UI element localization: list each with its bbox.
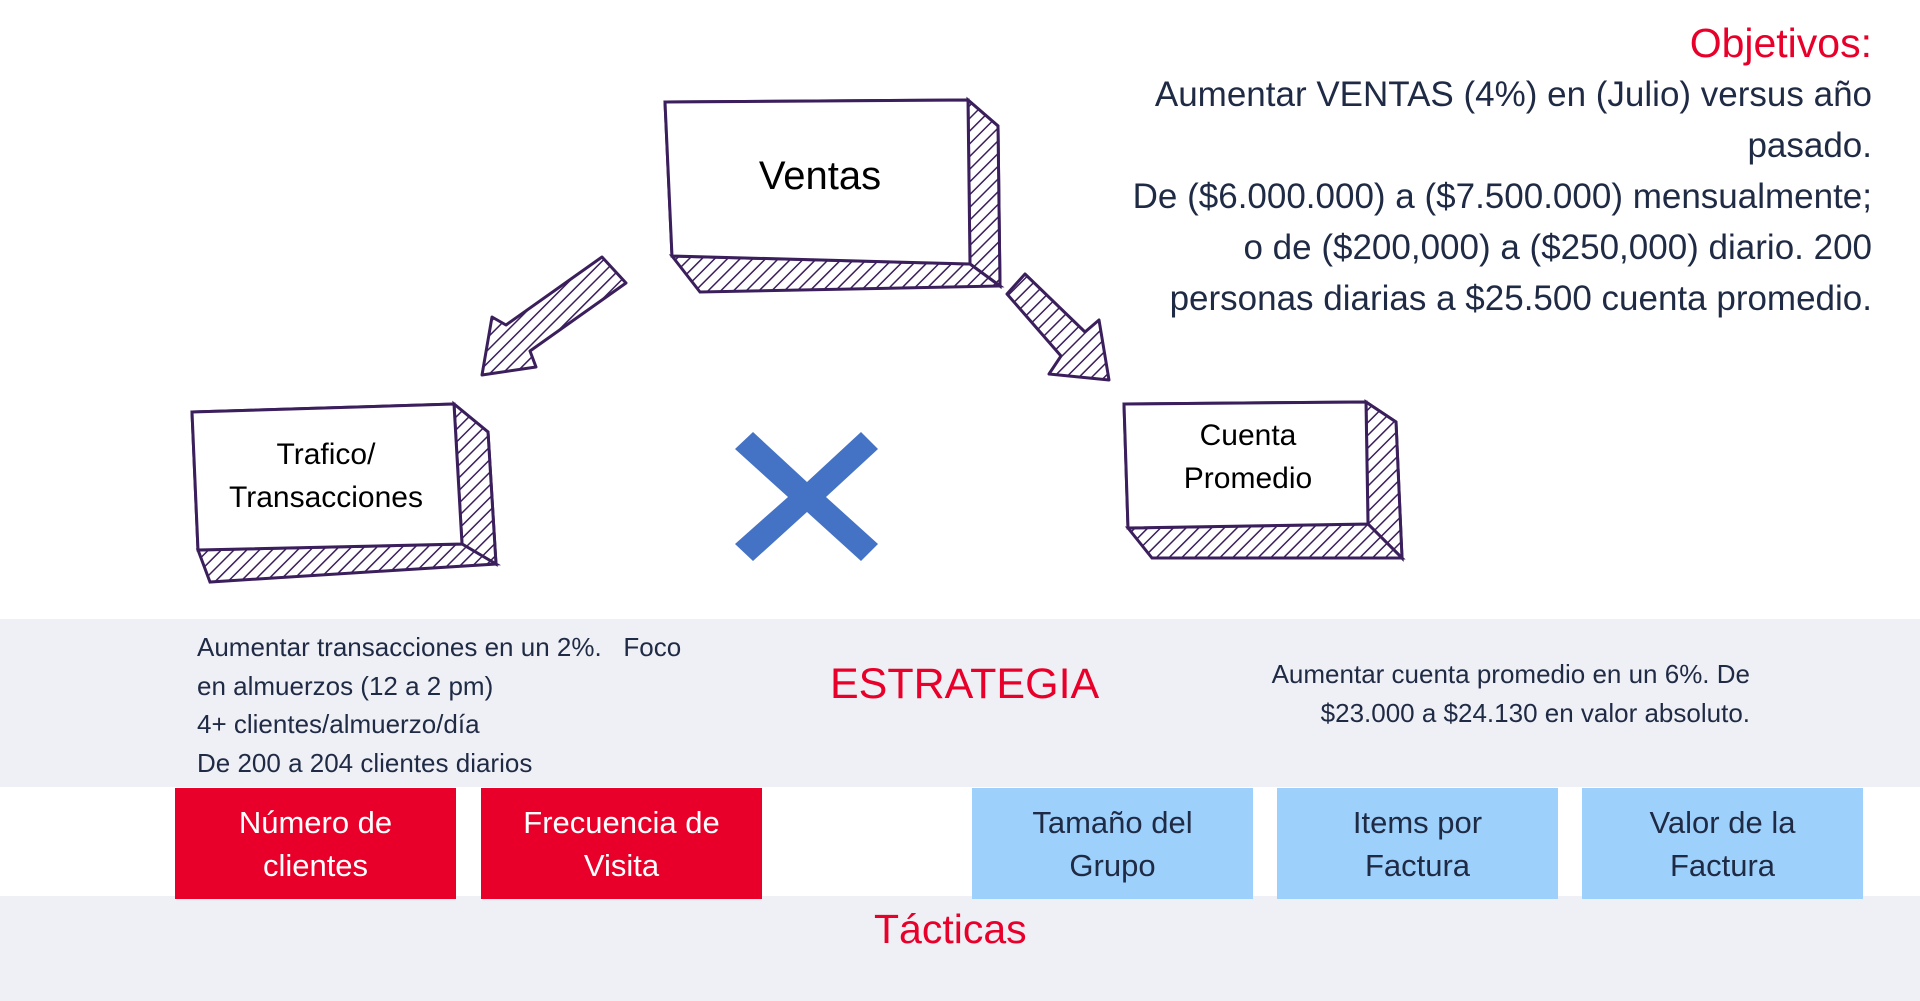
objectives-line: pasado. bbox=[1747, 126, 1872, 165]
cuenta-label-line: Cuenta bbox=[1199, 419, 1297, 452]
strategy-right-text: Aumentar cuenta promedio en un 6%. De $2… bbox=[1150, 655, 1750, 732]
objectives-line: Aumentar VENTAS (4%) en (Julio) versus a… bbox=[1154, 75, 1872, 114]
arrow-down-right-icon bbox=[1005, 272, 1111, 382]
objectives-text: Aumentar VENTAS (4%) en (Julio) versus a… bbox=[972, 69, 1872, 324]
tactic-label-line: Tamaño del bbox=[1032, 804, 1193, 840]
tactic-valor-factura: Valor de la Factura bbox=[1582, 788, 1863, 899]
cuenta-label-line: Promedio bbox=[1183, 462, 1313, 495]
ventas-label: Ventas bbox=[758, 153, 882, 198]
tactic-label-line: Grupo bbox=[1069, 847, 1156, 883]
tactic-label-line: Factura bbox=[1669, 847, 1776, 883]
tactic-label-line: Frecuencia de bbox=[523, 804, 720, 840]
tactics-band bbox=[0, 896, 1920, 1001]
tactic-label-line: clientes bbox=[262, 847, 369, 883]
multiply-x-icon bbox=[735, 432, 878, 561]
objectives-line: o de ($200,000) a ($250,000) diario. 200 bbox=[1243, 228, 1872, 267]
cuenta-label: Cuenta Promedio bbox=[1128, 412, 1368, 502]
strategy-title: ESTRATEGIA bbox=[830, 660, 1100, 708]
strategy-band bbox=[0, 619, 1920, 787]
trafico-label-line: Trafico/ bbox=[276, 438, 376, 471]
tactic-label-line: Items por bbox=[1352, 804, 1483, 840]
arrow-down-left-icon bbox=[480, 255, 628, 377]
strategy-left-line: 4+ clientes/almuerzo/día bbox=[197, 709, 480, 739]
strategy-left-line: en almuerzos (12 a 2 pm) bbox=[197, 670, 494, 701]
objectives-line: personas diarias a $25.500 cuenta promed… bbox=[1169, 279, 1872, 318]
tactic-label-line: Visita bbox=[583, 847, 660, 883]
strategy-left-line: De 200 a 204 clientes diarios bbox=[197, 747, 533, 778]
strategy-right-line: Aumentar cuenta promedio en un 6%. De bbox=[1271, 659, 1750, 689]
tactic-numero-clientes: Número de clientes bbox=[175, 788, 456, 899]
strategy-left-line: Aumentar transacciones en un 2%. Foco bbox=[197, 632, 682, 662]
tactics-title: Tácticas bbox=[874, 906, 1027, 952]
cuenta-box-shape bbox=[1122, 399, 1406, 562]
objectives-block: Objetivos: Aumentar VENTAS (4%) en (Juli… bbox=[972, 18, 1872, 324]
ventas-box-shape bbox=[663, 96, 1005, 294]
objectives-line: De ($6.000.000) a ($7.500.000) mensualme… bbox=[1132, 177, 1872, 216]
strategy-left-text: Aumentar transacciones en un 2%. Foco en… bbox=[197, 628, 757, 782]
trafico-box-shape bbox=[190, 400, 501, 584]
objectives-title: Objetivos: bbox=[1689, 20, 1872, 66]
strategy-right-line: $23.000 a $24.130 en valor absoluto. bbox=[1320, 697, 1750, 728]
tactic-label-line: Número de bbox=[238, 804, 393, 840]
tactic-label-line: Factura bbox=[1364, 847, 1471, 883]
tactic-frecuencia-visita: Frecuencia de Visita bbox=[481, 788, 762, 899]
trafico-label-line: Transacciones bbox=[229, 481, 423, 514]
tactic-items-factura: Items por Factura bbox=[1277, 788, 1558, 899]
tactic-tamano-grupo: Tamaño del Grupo bbox=[972, 788, 1253, 899]
tactic-label-line: Valor de la bbox=[1649, 804, 1796, 840]
trafico-label: Trafico/ Transacciones bbox=[196, 426, 456, 526]
